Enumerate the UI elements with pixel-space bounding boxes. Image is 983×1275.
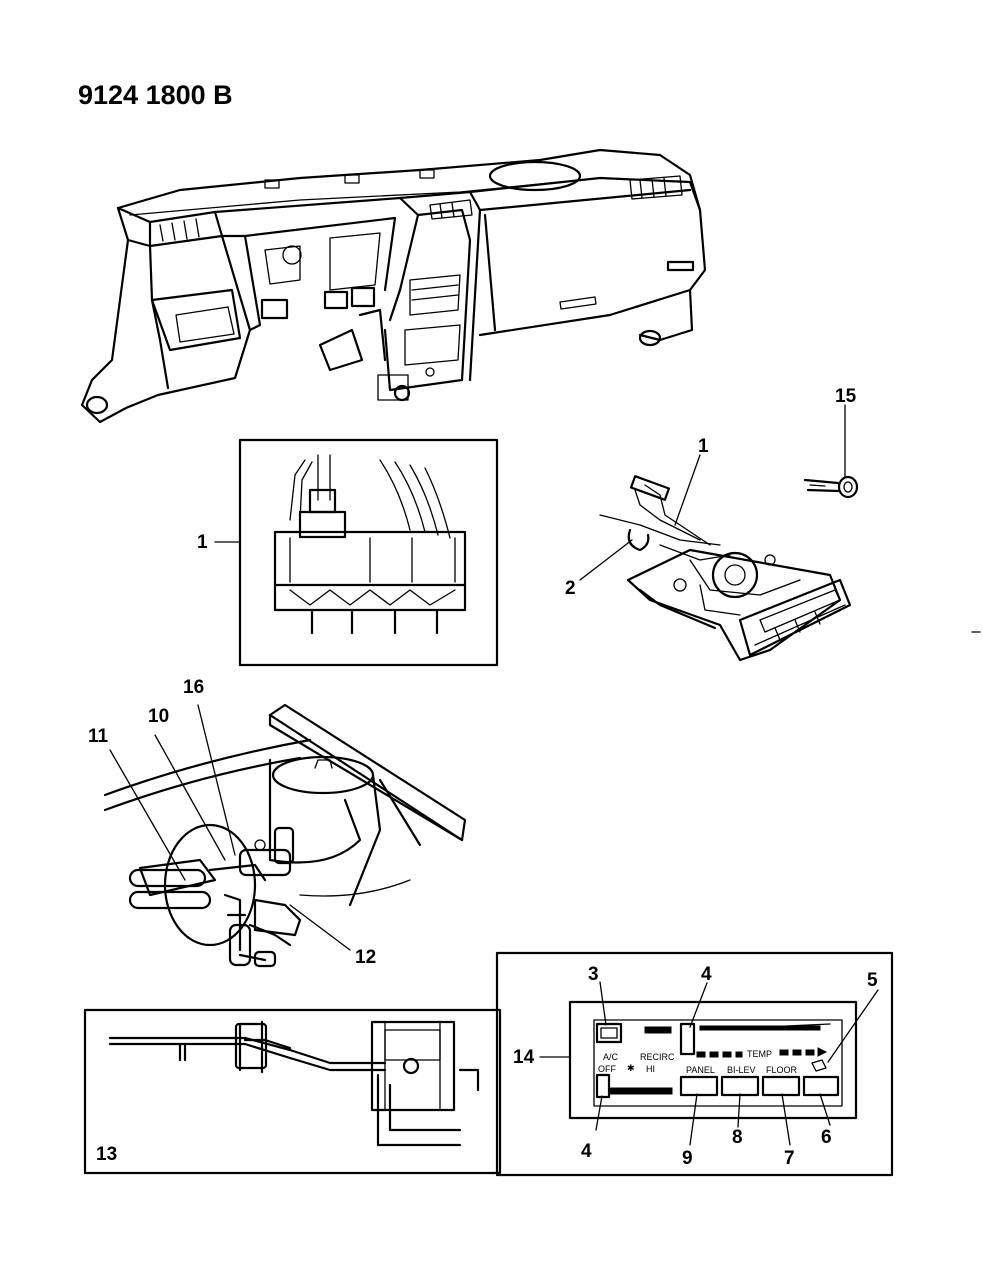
connector-detail-box (214, 438, 499, 667)
callout-16: 16 (183, 677, 204, 698)
floor-label: FLOOR (766, 1065, 798, 1075)
svg-text:✱: ✱ (627, 1063, 635, 1073)
callout-11: 11 (88, 726, 109, 747)
callout-8: 8 (732, 1127, 743, 1148)
climate-control-assembly-illustration (579, 454, 852, 662)
callout-13: 13 (96, 1144, 117, 1165)
callout-5: 5 (867, 970, 878, 991)
callout-4-top: 4 (701, 964, 712, 985)
callout-9: 9 (682, 1148, 693, 1169)
bulb-socket-illustration (803, 404, 859, 499)
recirc-label: RECIRC (640, 1052, 675, 1062)
bilev-label: BI-LEV (727, 1065, 756, 1075)
callout-4-bottom: 4 (581, 1141, 592, 1162)
callout-15: 15 (835, 386, 857, 407)
callout-10: 10 (148, 706, 169, 727)
callout-6: 6 (821, 1127, 832, 1148)
callout-14: 14 (513, 1047, 535, 1068)
callout-2: 2 (565, 578, 576, 599)
callout-1-harness: 1 (698, 436, 709, 457)
engine-compartment-illustration (103, 703, 467, 968)
ac-label: A/C (603, 1052, 619, 1062)
off-label: OFF (598, 1064, 616, 1074)
callout-12: 12 (355, 947, 376, 968)
callout-3: 3 (588, 964, 599, 985)
diagram-code: 9124 1800 B (78, 80, 233, 110)
callout-1-connector: 1 (197, 532, 208, 553)
control-panel-detail-box: ✱ (495, 951, 894, 1177)
temp-label: TEMP (747, 1049, 772, 1059)
callout-7: 7 (784, 1148, 795, 1169)
instrument-panel-illustration (80, 148, 707, 424)
hi-label: HI (646, 1064, 655, 1074)
heater-tube-detail-box (83, 1008, 502, 1175)
panel-label: PANEL (686, 1065, 715, 1075)
